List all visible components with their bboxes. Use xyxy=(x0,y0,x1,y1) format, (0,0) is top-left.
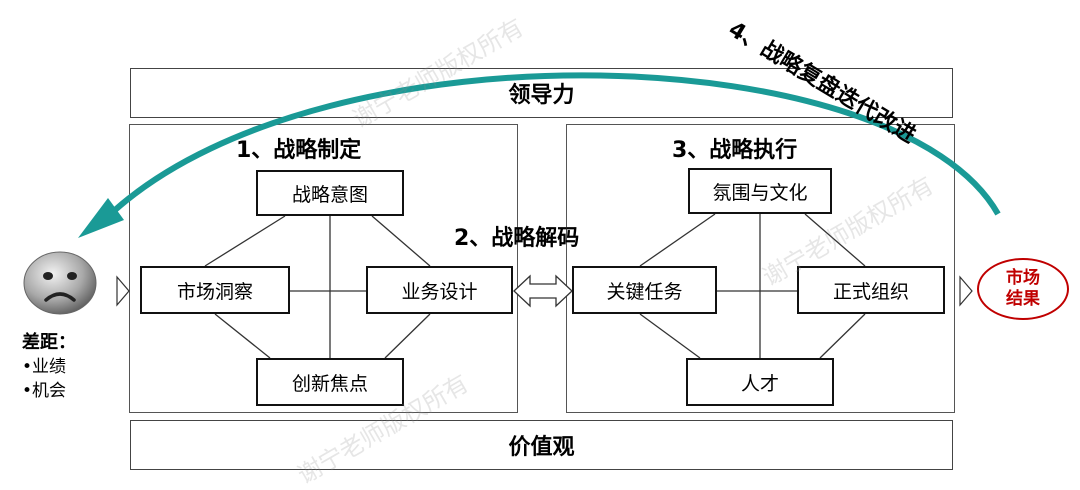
node-climate-culture-label: 氛围与文化 xyxy=(712,181,808,204)
node-strategic-intent-label: 战略意图 xyxy=(291,183,368,206)
node-talent: 人才 xyxy=(686,358,834,406)
connector-lines xyxy=(116,213,973,359)
node-formal-organization: 正式组织 xyxy=(797,266,945,314)
node-talent-label: 人才 xyxy=(740,372,779,395)
node-market-insight: 市场洞察 xyxy=(140,266,290,314)
leadership-label: 领导力 xyxy=(508,83,575,108)
gap-title: 差距： xyxy=(22,332,76,353)
values-band: 价值观 xyxy=(130,420,953,470)
node-innovation-focus-label: 创新焦点 xyxy=(291,372,368,395)
gap-item-performance: •业绩 xyxy=(22,357,67,377)
node-business-design: 业务设计 xyxy=(366,266,513,314)
node-innovation-focus: 创新焦点 xyxy=(256,358,404,406)
strategy-execution-heading: 3、战略执行 xyxy=(672,138,798,163)
node-key-tasks-label: 关键任务 xyxy=(606,280,683,303)
sad-face-icon xyxy=(23,251,97,315)
node-formal-organization-label: 正式组织 xyxy=(832,280,909,303)
market-result: 市场 结果 xyxy=(977,258,1069,320)
strategy-formulation-heading: 1、战略制定 xyxy=(236,138,362,163)
iteration-arc-arrow xyxy=(78,72,1001,238)
strategy-decoding-label: 2、战略解码 xyxy=(454,226,580,251)
market-result-line1: 市场 xyxy=(1006,268,1040,288)
node-strategic-intent: 战略意图 xyxy=(256,170,404,216)
gap-item-opportunity: •机会 xyxy=(22,381,67,401)
node-market-insight-label: 市场洞察 xyxy=(176,280,253,303)
node-climate-culture: 氛围与文化 xyxy=(688,168,832,214)
market-result-line2: 结果 xyxy=(1006,289,1040,309)
leadership-band: 领导力 xyxy=(130,68,953,118)
node-key-tasks: 关键任务 xyxy=(572,266,717,314)
values-label: 价值观 xyxy=(508,435,575,460)
node-business-design-label: 业务设计 xyxy=(401,280,478,303)
